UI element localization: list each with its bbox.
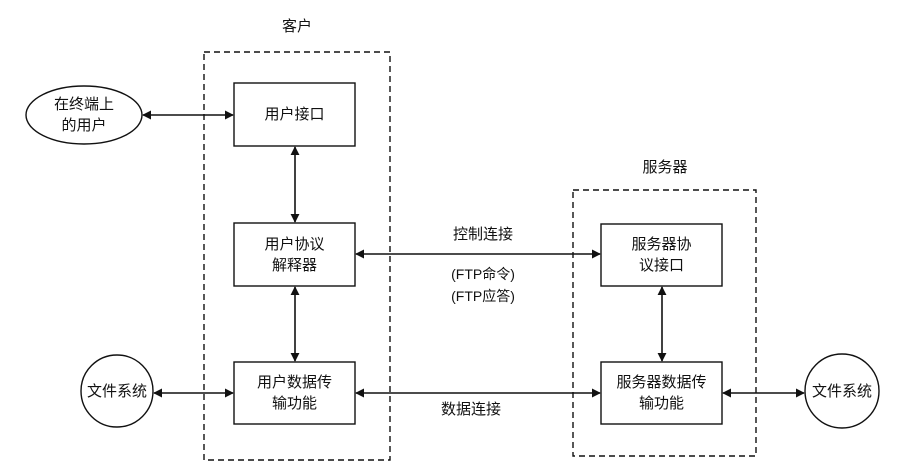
server-file-system-circle bbox=[804, 353, 880, 429]
protocol-interpreter-label: 用户协议 解释器 bbox=[234, 223, 355, 286]
control-connection-label: 控制连接 bbox=[452, 225, 513, 243]
data-connection-label: 数据连接 bbox=[440, 400, 501, 418]
protocol-interpreter-line-2: 解释器 bbox=[271, 255, 317, 274]
client-title: 客户 bbox=[281, 17, 312, 35]
client-data-transfer-box bbox=[233, 361, 356, 425]
client-data-transfer-line-2: 输功能 bbox=[271, 394, 317, 412]
server-protocol-interface-line-1: 服务器协 bbox=[631, 235, 692, 253]
user-interface-text: 用户接口 bbox=[264, 105, 325, 123]
terminal-user-line-2: 的用户 bbox=[61, 116, 107, 134]
user-interface-label: 用户接口 bbox=[234, 83, 355, 146]
client-file-system-circle bbox=[80, 354, 154, 428]
terminal-user-label: 在终端上 的用户 bbox=[26, 86, 142, 144]
user-interface-box bbox=[233, 82, 356, 147]
protocol-interpreter-line-1: 用户协议 bbox=[264, 234, 325, 253]
server-file-system-text: 文件系统 bbox=[811, 381, 872, 400]
server-title: 服务器 bbox=[642, 158, 688, 176]
server-boundary bbox=[572, 189, 757, 457]
server-protocol-interface-label: 服务器协 议接口 bbox=[601, 224, 722, 286]
server-protocol-interface-line-2: 议接口 bbox=[638, 256, 684, 274]
server-data-transfer-label: 服务器数据传 输功能 bbox=[601, 362, 722, 424]
protocol-interpreter-box bbox=[233, 222, 356, 287]
terminal-user-ellipse bbox=[25, 85, 143, 145]
ftp-reply-label: (FTP应答) bbox=[451, 288, 515, 304]
server-protocol-interface-box bbox=[600, 223, 723, 287]
client-file-system-text: 文件系统 bbox=[86, 381, 147, 400]
client-data-transfer-label: 用户数据传 输功能 bbox=[234, 362, 355, 424]
server-data-transfer-line-1: 服务器数据传 bbox=[616, 373, 707, 391]
client-file-system-label: 文件系统 bbox=[77, 370, 157, 412]
server-data-transfer-box bbox=[600, 361, 723, 425]
server-file-system-label: 文件系统 bbox=[802, 370, 882, 412]
ftp-command-label: (FTP命令) bbox=[451, 266, 515, 282]
client-data-transfer-line-1: 用户数据传 bbox=[256, 373, 332, 391]
terminal-user-line-1: 在终端上 bbox=[53, 95, 114, 113]
server-data-transfer-line-2: 输功能 bbox=[638, 394, 684, 412]
